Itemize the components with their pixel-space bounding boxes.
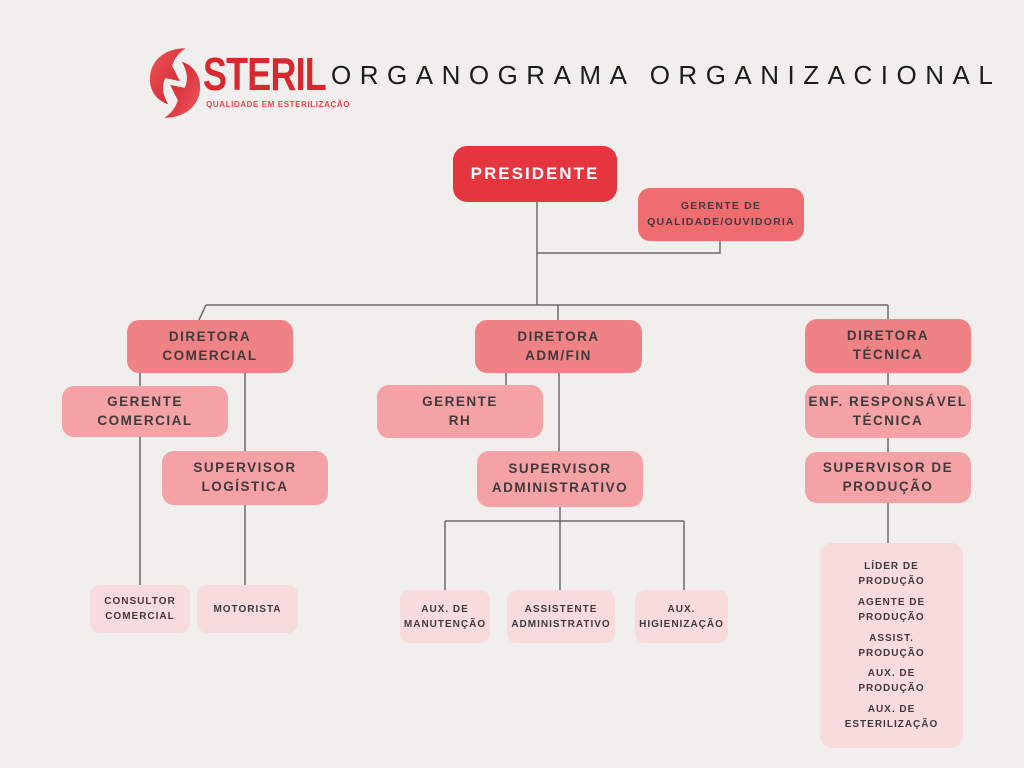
steril-tagline: QUALIDADE EM ESTERILIZAÇÃO — [206, 100, 351, 109]
org-node-gerente-comercial: GERENTE COMERCIAL — [62, 386, 228, 437]
steril-brand-text: STERIL — [203, 48, 327, 100]
org-node-aux-manutencao: AUX. DE MANUTENÇÃO — [400, 590, 490, 643]
org-node-assistente-administrativo: ASSISTENTE ADMINISTRATIVO — [507, 590, 615, 643]
org-node-gerente-rh: GERENTE RH — [377, 385, 543, 438]
page-title: ORGANOGRAMA ORGANIZACIONAL — [331, 60, 1002, 90]
org-node-supervisor-producao: SUPERVISOR DE PRODUÇÃO — [805, 452, 971, 503]
org-node-supervisor-administrativo: SUPERVISOR ADMINISTRATIVO — [477, 451, 643, 507]
org-node-presidente: PRESIDENTE — [453, 146, 617, 202]
org-node-equipe-producao-list: LÍDER DE PRODUÇÃO AGENTE DE PRODUÇÃO ASS… — [820, 543, 963, 748]
list-item-assist-producao: ASSIST. PRODUÇÃO — [858, 632, 925, 659]
org-node-supervisor-logistica: SUPERVISOR LOGÍSTICA — [162, 451, 328, 505]
org-node-diretora-adm-fin: DIRETORA ADM/FIN — [475, 320, 642, 373]
org-node-enf-responsavel-tecnica: ENF. RESPONSÁVEL TÉCNICA — [805, 385, 971, 438]
list-item-agente-producao: AGENTE DE PRODUÇÃO — [857, 596, 926, 623]
list-item-aux-producao: AUX. DE PRODUÇÃO — [858, 668, 925, 695]
list-item-aux-esterilizacao: AUX. DE ESTERILIZAÇÃO — [844, 704, 939, 730]
org-node-aux-higienizacao: AUX. HIGIENIZAÇÃO — [635, 590, 728, 643]
org-node-motorista: MOTORISTA — [197, 585, 298, 633]
steril-logo-icon — [149, 48, 201, 118]
list-item-lider-producao: LÍDER DE PRODUÇÃO — [858, 561, 925, 587]
org-node-consultor-comercial: CONSULTOR COMERCIAL — [90, 585, 190, 633]
org-node-diretora-comercial: DIRETORA COMERCIAL — [127, 320, 293, 373]
org-node-diretora-tecnica: DIRETORA TÉCNICA — [805, 319, 971, 373]
org-node-gerente-qualidade-ouvidoria: GERENTE DE QUALIDADE/OUVIDORIA — [638, 188, 804, 241]
